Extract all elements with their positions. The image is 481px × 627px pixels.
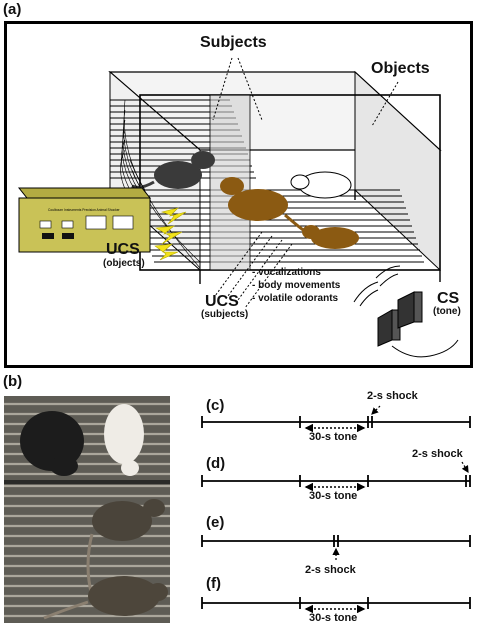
- panel-d-label: (d): [206, 455, 226, 472]
- panel-f-label: (f): [206, 575, 221, 592]
- panel-a-frame: [4, 21, 473, 368]
- shock-arrow-d: [461, 461, 469, 474]
- objects-label: Objects: [371, 60, 430, 77]
- cue-body-movements: - body movements: [252, 280, 341, 291]
- shock-generator: [17, 187, 152, 253]
- white-rat: [290, 171, 352, 199]
- panel-b-label: (b): [3, 373, 23, 390]
- ucs-subjects-label: UCS: [205, 293, 239, 310]
- panel-c-label: (c): [206, 397, 225, 414]
- brown-rat-1: [220, 177, 307, 234]
- tone-label-d: 30-s tone: [309, 490, 358, 502]
- ucs-objects-sub: (objects): [103, 258, 145, 269]
- dark-rat: [131, 151, 215, 189]
- cs-label: CS: [437, 290, 460, 307]
- timeline-e: [201, 535, 471, 547]
- subjects-arrows: [212, 57, 263, 121]
- subjects-label: Subjects: [200, 34, 267, 51]
- timeline-c: [201, 416, 471, 428]
- cs-sub: (tone): [433, 306, 461, 317]
- panel-a-label: (a): [3, 1, 22, 18]
- ucs-subjects-arrows: [214, 231, 293, 309]
- rats-photo: [4, 396, 170, 623]
- shock-label-e: 2-s shock: [305, 564, 356, 576]
- panel-e-label: (e): [206, 514, 225, 531]
- ucs-objects-label: UCS: [106, 241, 140, 258]
- shock-label-d: 2-s shock: [412, 448, 463, 460]
- ucs-subjects-sub: (subjects): [201, 309, 249, 320]
- shocker-wires: [120, 99, 201, 269]
- timeline-d: [201, 475, 471, 487]
- shock-bolts: [154, 207, 187, 261]
- brown-rat-2: [302, 225, 359, 249]
- shocker-brand-text: Coulbourn Instruments Precision Animal S…: [48, 208, 121, 212]
- objects-arrow: [371, 81, 399, 127]
- apparatus-illustration: Coulbourn Instruments Precision Animal S…: [17, 57, 459, 358]
- cage-legs: [199, 190, 441, 284]
- shock-label-c: 2-s shock: [367, 390, 418, 402]
- cue-vocalizations: - vocalizations: [252, 267, 321, 278]
- tone-label-c: 30-s tone: [309, 431, 358, 443]
- speakers: [353, 265, 459, 358]
- cue-volatile-odorants: - volatile odorants: [252, 293, 339, 304]
- tone-label-f: 30-s tone: [309, 612, 358, 624]
- timeline-f: [201, 597, 471, 609]
- shock-arrow-c: [371, 405, 381, 415]
